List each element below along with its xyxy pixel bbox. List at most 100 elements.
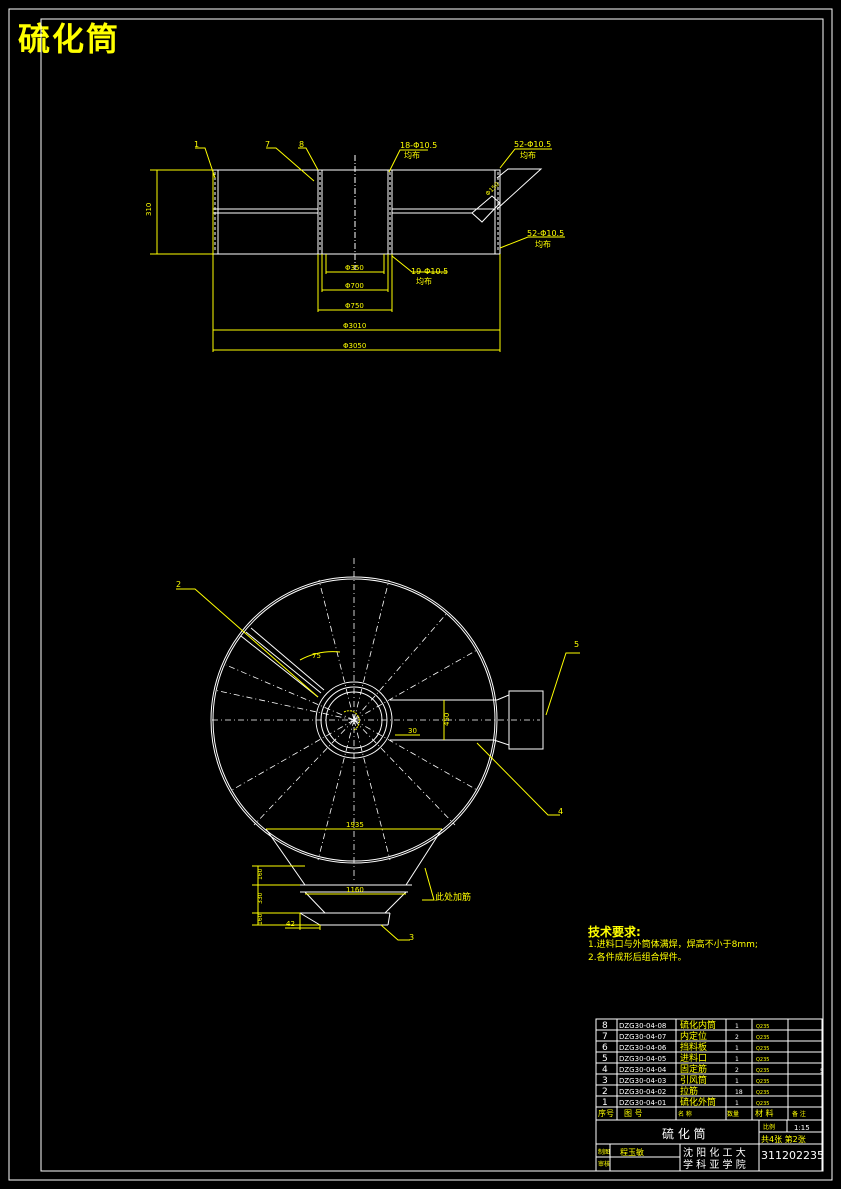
part-title: 硫 化 筒 xyxy=(662,1126,706,1141)
leader-3: 3 xyxy=(409,933,414,942)
bom-row-qty: 18 xyxy=(735,1089,743,1096)
bom-row-qty: 1 xyxy=(735,1023,739,1030)
bom-row-name: 挡料板 xyxy=(680,1041,707,1053)
top-view xyxy=(212,155,543,270)
scale-label: 比例 xyxy=(763,1123,775,1131)
dim-lip: 42 xyxy=(286,920,295,928)
hdr-name: 名 称 xyxy=(678,1110,692,1118)
dim-h3: 160 xyxy=(257,913,264,925)
dim-d700: Φ700 xyxy=(345,282,364,290)
inlet-box xyxy=(508,690,544,750)
bom-row-no: 6 xyxy=(602,1043,608,1053)
bom-row-material: Q235 xyxy=(756,1024,769,1030)
dim-duct: Φ150 xyxy=(484,181,501,198)
dim-angle: 75 xyxy=(312,652,321,660)
bom-row-material: Q235 xyxy=(756,1079,769,1085)
dim-d3050: Φ3050 xyxy=(343,342,366,350)
leader-1: 1 xyxy=(194,140,199,149)
bom-row-material: Q235 xyxy=(756,1101,769,1107)
tech-item-1: 1.进料口与外筒体满焊，焊高不小于8mm; xyxy=(588,940,758,950)
bom-row-material: Q235 xyxy=(756,1046,769,1052)
bom-row-code: DZG30-04-04 xyxy=(619,1066,667,1074)
leader-5: 5 xyxy=(574,640,579,649)
hdr-note: 备 注 xyxy=(792,1110,806,1118)
top-view-dims xyxy=(150,147,565,352)
tech-requirements: 技术要求: 1.进料口与外筒体满焊，焊高不小于8mm; 2.各件成形后组合焊件。 xyxy=(588,926,758,965)
tech-heading: 技术要求: xyxy=(588,925,641,939)
bom-row-name: 内定位 xyxy=(680,1030,707,1042)
hdr-mat: 材 料 xyxy=(755,1108,774,1118)
bom-row-material: Q235 xyxy=(756,1035,769,1041)
bom-row-material: Q235 xyxy=(756,1057,769,1063)
bom-row-no: 7 xyxy=(602,1032,608,1042)
bom-row-code: DZG30-04-08 xyxy=(619,1022,666,1030)
dim-inlet-width: 450 xyxy=(443,713,451,726)
bom-row-no: 5 xyxy=(602,1054,608,1064)
leader-52-note-b: 均布 xyxy=(535,239,551,249)
bom-row-code: DZG30-04-01 xyxy=(619,1099,666,1107)
bom-row-qty: 1 xyxy=(735,1100,739,1107)
bom-row-qty: 2 xyxy=(735,1034,739,1041)
leader-19-note: 均布 xyxy=(416,276,432,286)
scale-value: 1:15 xyxy=(794,1124,810,1132)
title-block-text: 序号 图 号 名 称 数量 材 料 备 注 硫 化 筒 比例 1:15 共4张 … xyxy=(598,1068,824,1171)
bom-row-code: DZG30-04-06 xyxy=(619,1044,667,1052)
leader-18-holes: 18-Φ10.5 xyxy=(400,141,437,150)
leader-7: 7 xyxy=(265,140,270,149)
leader-8: 8 xyxy=(299,140,304,149)
drawn-label: 制图 xyxy=(598,1148,610,1156)
bom-row-code: DZG30-04-02 xyxy=(619,1088,666,1096)
bom-row-qty: 2 xyxy=(735,1067,739,1074)
leader-19-holes: 19-Φ10.5 xyxy=(411,267,448,276)
dim-chord: 1935 xyxy=(346,821,364,829)
plan-view-spokes xyxy=(212,558,540,882)
bom-row-qty: 1 xyxy=(735,1078,739,1085)
dim-d350: Φ350 xyxy=(345,264,364,272)
bom-row-qty: 1 xyxy=(735,1056,739,1063)
bom-row-no: 1 xyxy=(602,1098,608,1108)
dim-base: 1160 xyxy=(346,886,364,894)
leader-52-note-a: 均布 xyxy=(520,150,536,160)
bom-row-no: 4 xyxy=(602,1065,608,1075)
bom-row-code: DZG30-04-07 xyxy=(619,1033,666,1041)
plan-view-labels: 2 5 4 3 75 450 30 1935 1160 160 330 160 … xyxy=(176,580,579,942)
hdr-qty: 数量 xyxy=(727,1110,739,1118)
inlet-duct xyxy=(496,168,543,210)
drawing-code: 311202235 xyxy=(761,1149,824,1162)
check-label: 审核 xyxy=(598,1160,610,1168)
bom-row-no: 3 xyxy=(602,1076,608,1086)
title-block xyxy=(595,1018,823,1172)
drawing-title: 硫化筒 xyxy=(18,20,121,58)
bom-row-name: 硫化内筒 xyxy=(680,1019,716,1031)
tech-item-2: 2.各件成形后组合焊件。 xyxy=(588,953,687,963)
drawn-by: 程玉敏 xyxy=(620,1147,644,1157)
leader-52-holes-a: 52-Φ10.5 xyxy=(514,140,551,149)
bom-row-qty: 1 xyxy=(735,1045,739,1052)
bom-row-name: 固定筋 xyxy=(680,1063,707,1075)
bom-row-code: DZG30-04-03 xyxy=(619,1077,666,1085)
leader-2: 2 xyxy=(176,580,181,589)
dim-offset: 30 xyxy=(408,727,417,735)
bom-row-no: 8 xyxy=(602,1021,608,1031)
side-mark: 5 xyxy=(820,1068,824,1075)
weld-note: 此处加筋 xyxy=(435,891,471,903)
plan-view-dims xyxy=(176,588,580,941)
dim-h2: 330 xyxy=(257,892,264,904)
bom-row-material: Q235 xyxy=(756,1090,769,1096)
dim-height: 310 xyxy=(145,203,153,216)
bom-row-code: DZG30-04-05 xyxy=(619,1055,666,1063)
leader-52-holes-b: 52-Φ10.5 xyxy=(527,229,564,238)
bom-row-material: Q235 xyxy=(756,1068,769,1074)
shell-outline xyxy=(212,169,501,255)
bom-row-name: 进料口 xyxy=(680,1052,707,1064)
school-line1: 沈 阳 化 工 大 xyxy=(683,1146,746,1159)
bom-row-no: 2 xyxy=(602,1087,608,1097)
school-line2: 学 科 亚 学 院 xyxy=(683,1158,746,1171)
bom-row-name: 引风筒 xyxy=(680,1074,707,1086)
dim-d3010: Φ3010 xyxy=(343,322,366,330)
bom-row-name: 拉筋 xyxy=(680,1085,698,1097)
hdr-no: 序号 xyxy=(598,1108,614,1118)
sheet-info: 共4张 第2张 xyxy=(761,1134,806,1144)
